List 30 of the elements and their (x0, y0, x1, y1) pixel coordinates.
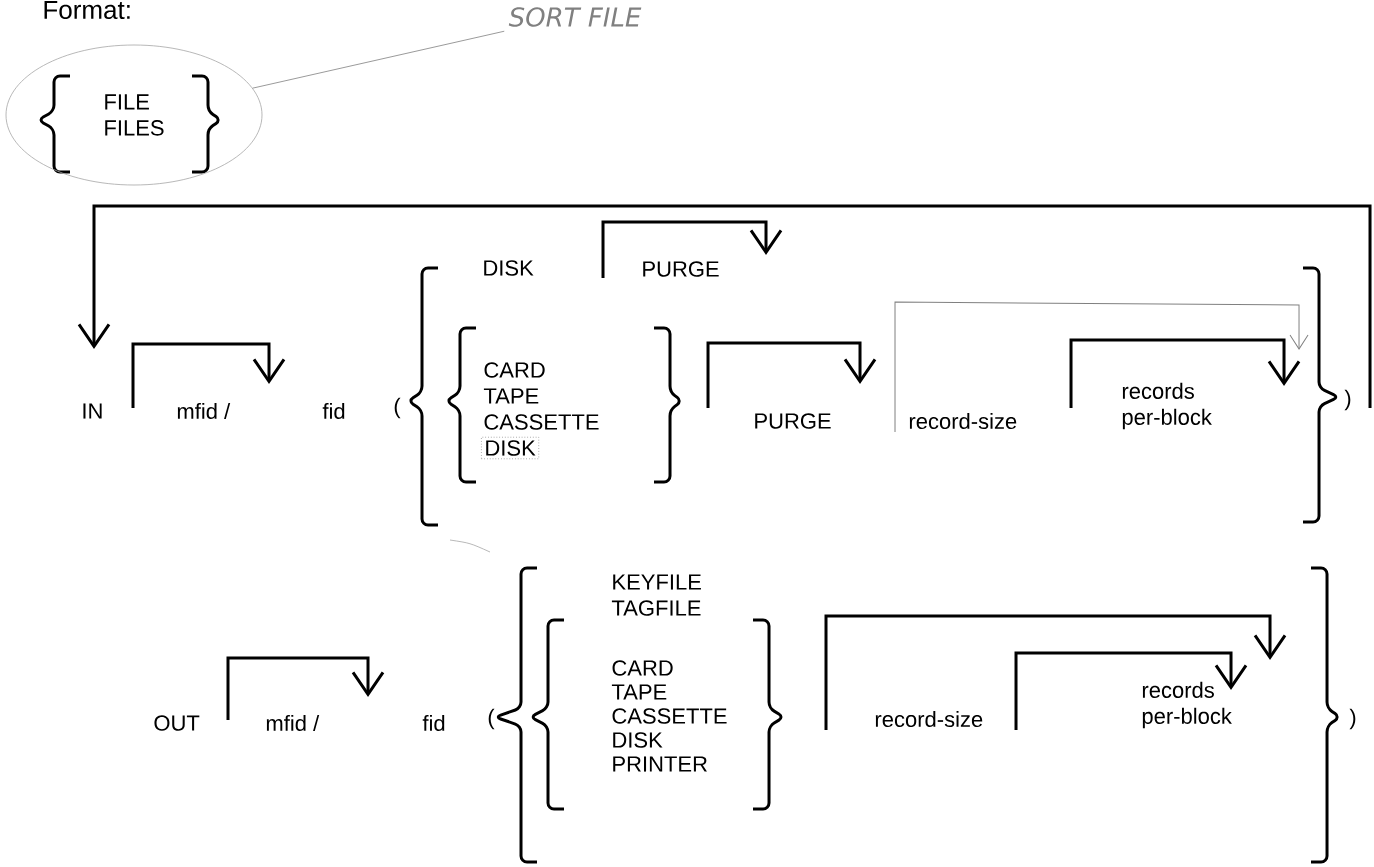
keyword: PURGE (755, 413, 831, 429)
boxed-keyword: DISK (481, 436, 540, 460)
parenthesis: ( (394, 397, 401, 419)
keyword: DISK (484, 260, 534, 276)
parameter: record-size (875, 710, 983, 728)
keyword: IN (83, 403, 102, 419)
keyword: CASSETTE (612, 708, 727, 724)
keyword: OUT (154, 715, 200, 731)
keyword: DISK (613, 732, 663, 748)
parameter: mfid / (266, 714, 320, 732)
parameter: records per-block (1122, 382, 1212, 430)
keyword: CARD (612, 660, 673, 676)
keyword: TAPE (483, 388, 539, 404)
keyword: CARD (484, 362, 545, 378)
handwritten-note: SORT FILE (508, 7, 642, 27)
keyword: PRINTER (613, 756, 707, 772)
parameter: fid (422, 714, 445, 732)
parenthesis: ) (1349, 708, 1356, 730)
keyword: KEYFILE (613, 574, 701, 590)
parameter: record-size (909, 412, 1017, 430)
parenthesis: ) (1344, 389, 1351, 411)
parameter: fid (322, 402, 345, 420)
keyword: TAGFILE (611, 600, 701, 616)
keyword: TAPE (611, 684, 667, 700)
parenthesis: ( (488, 708, 495, 730)
keyword: PURGE (643, 261, 719, 277)
heading: Format: (44, 0, 130, 20)
parameter: mfid / (177, 402, 231, 420)
leader-line (252, 30, 505, 89)
parameter: records per-block (1142, 681, 1232, 729)
